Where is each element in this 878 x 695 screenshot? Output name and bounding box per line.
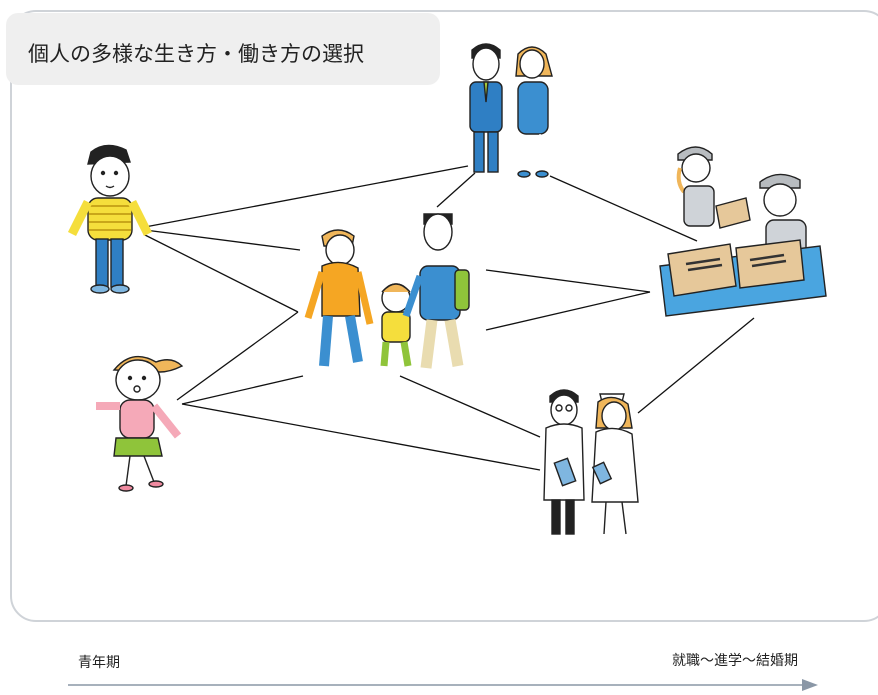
- connector-line: [144, 234, 299, 313]
- boy-yellow-shirt-illustration: [67, 144, 153, 294]
- office-couple-illustration: [469, 43, 553, 178]
- timeline-arrow: [68, 679, 818, 691]
- connector-line: [181, 375, 304, 405]
- diagram-title: 個人の多様な生き方・働き方の選択: [28, 42, 364, 66]
- family-walking-illustration: [304, 213, 470, 369]
- connector-line: [485, 269, 651, 293]
- connector-line: [181, 403, 541, 471]
- connector-line: [637, 317, 755, 414]
- connector-line: [485, 291, 651, 331]
- timeline-end-label: 就職～進学～結婚期: [672, 653, 798, 669]
- title-box: [6, 13, 440, 85]
- doctor-nurse-illustration: [543, 389, 639, 535]
- warehouse-workers-illustration: [659, 146, 827, 317]
- timeline-start-label: 青年期: [78, 655, 120, 671]
- connector-line: [399, 375, 541, 438]
- connector-line: [176, 311, 299, 401]
- girl-pink-sweater-illustration: [96, 355, 184, 492]
- connector-line: [144, 165, 469, 228]
- connector-line: [436, 172, 476, 208]
- connector-line: [549, 175, 698, 242]
- connector-line: [144, 229, 301, 251]
